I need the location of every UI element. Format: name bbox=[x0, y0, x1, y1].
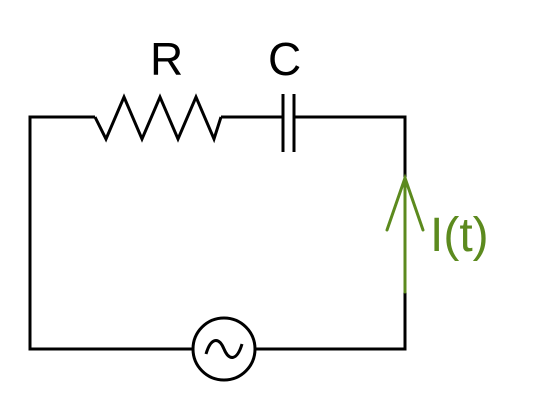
capacitor-label: C bbox=[268, 33, 302, 85]
ac-source-icon bbox=[191, 316, 257, 382]
wire-right bbox=[256, 115, 407, 351]
current-label: I(t) bbox=[430, 209, 489, 262]
arrow-up-icon bbox=[385, 173, 425, 232]
ac-source-wave bbox=[204, 339, 244, 359]
resistor-zigzag bbox=[93, 93, 223, 144]
resistor-label: R bbox=[150, 33, 184, 85]
wire-left bbox=[28, 115, 193, 351]
